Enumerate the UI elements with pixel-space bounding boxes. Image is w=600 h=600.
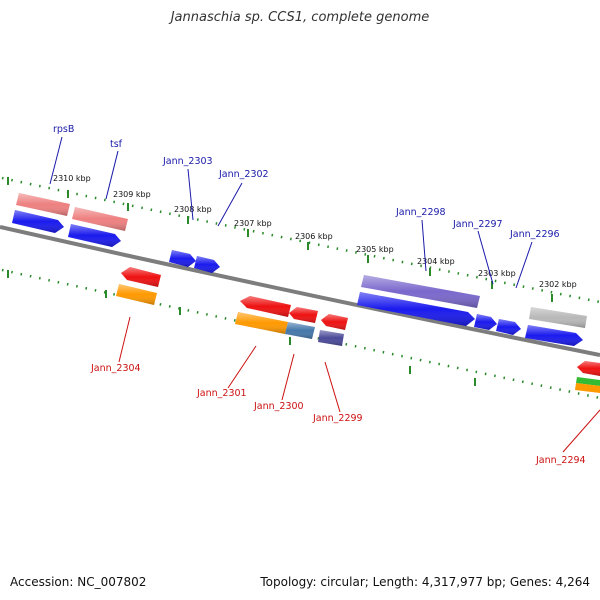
upper-tick-track	[1, 176, 600, 304]
cds-forward-arrow[interactable]	[194, 256, 220, 273]
cds-forward-arrow[interactable]	[12, 210, 64, 233]
cds-forward-arrow[interactable]	[496, 319, 521, 335]
cds-reverse-arrow[interactable]	[577, 361, 600, 376]
gene-label-Jann_2294: Jann_2294	[535, 455, 586, 466]
kbp-label: 2302 kbp	[539, 280, 577, 289]
kbp-label: 2303 kbp	[478, 269, 516, 278]
gene-label-rpsB: rpsB	[53, 124, 74, 135]
gene-rpsB-feature[interactable]	[16, 193, 70, 216]
gene-label-Jann_2299: Jann_2299	[312, 413, 363, 424]
cds-forward-arrow[interactable]	[525, 325, 583, 346]
gene-tsf-feature[interactable]	[72, 207, 128, 231]
gene-label-tsf: tsf	[110, 139, 123, 150]
gene-label-Jann_2301: Jann_2301	[196, 388, 247, 399]
kbp-label: 2310 kbp	[53, 174, 91, 183]
cds-reverse-arrow[interactable]	[240, 296, 291, 317]
cds-forward-arrow[interactable]	[357, 292, 475, 326]
gene-label-Jann_2300: Jann_2300	[253, 401, 304, 412]
gene-label-Jann_2296: Jann_2296	[509, 229, 560, 240]
lower-major-ticks	[7, 270, 476, 386]
cds-reverse-arrow[interactable]	[289, 307, 318, 323]
cds-reverse-arrow[interactable]	[121, 267, 161, 287]
kbp-label: 2309 kbp	[113, 190, 151, 199]
map-title: Jannaschia sp. CCS1, complete genome	[170, 10, 430, 25]
kbp-label: 2308 kbp	[174, 205, 212, 214]
cds-forward-arrow[interactable]	[68, 224, 121, 247]
kbp-label: 2307 kbp	[234, 219, 272, 228]
accession-text: Accession: NC_007802	[10, 575, 147, 589]
gene-Jann_2298-feature[interactable]	[361, 275, 480, 308]
cds-forward-arrow[interactable]	[169, 250, 196, 267]
cds-reverse-arrow[interactable]	[321, 314, 348, 330]
forward-leader-lines	[49, 136, 533, 289]
gene-Jann_2299-feature[interactable]	[318, 330, 344, 346]
gene-Jann_2294-feature[interactable]	[575, 377, 600, 393]
gene-Jann_2301-feature[interactable]	[235, 312, 288, 334]
kbp-label: 2306 kbp	[295, 232, 333, 241]
topology-summary: Topology: circular; Length: 4,317,977 bp…	[260, 575, 590, 589]
reverse-leader-lines	[118, 316, 600, 453]
genome-backbone	[0, 225, 600, 357]
gene-Jann_2304-feature[interactable]	[116, 284, 157, 305]
gene-label-Jann_2298: Jann_2298	[395, 207, 446, 218]
kbp-label: 2305 kbp	[356, 245, 394, 254]
upper-major-ticks	[7, 177, 553, 302]
gene-Jann_2300-feature[interactable]	[285, 322, 315, 339]
gene-label-Jann_2302: Jann_2302	[218, 169, 269, 180]
gene-label-Jann_2303: Jann_2303	[162, 156, 213, 167]
gene-label-Jann_2304: Jann_2304	[90, 363, 141, 374]
gene-label-Jann_2297: Jann_2297	[452, 219, 503, 230]
lower-tick-track	[1, 268, 600, 400]
cds-forward-arrow[interactable]	[474, 314, 497, 330]
kbp-label: 2304 kbp	[417, 257, 455, 266]
gene-Jann_2296-feature[interactable]	[529, 307, 587, 328]
